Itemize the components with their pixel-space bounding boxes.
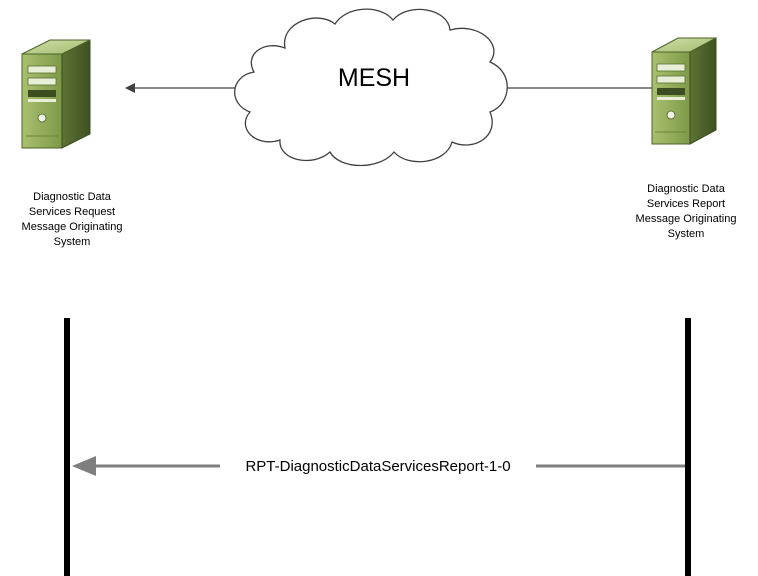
left-server-icon (21, 39, 91, 149)
right-lifeline (685, 318, 691, 576)
right-server-icon (651, 37, 717, 145)
message-arrowhead (72, 456, 96, 476)
left-lifeline (64, 318, 70, 576)
message-label: RPT-DiagnosticDataServicesReport-1-0 (245, 458, 510, 475)
message-arrow: RPT-DiagnosticDataServicesReport-1-0 (72, 455, 685, 477)
mesh-label: MESH (338, 64, 410, 92)
right-system-label: Diagnostic Data Services Report Message … (635, 183, 737, 240)
mesh-cloud: MESH (234, 8, 508, 167)
message-label-bg (220, 455, 536, 477)
left-system-label: Diagnostic Data Services Request Message… (21, 191, 123, 248)
cloud-icon (234, 8, 508, 167)
